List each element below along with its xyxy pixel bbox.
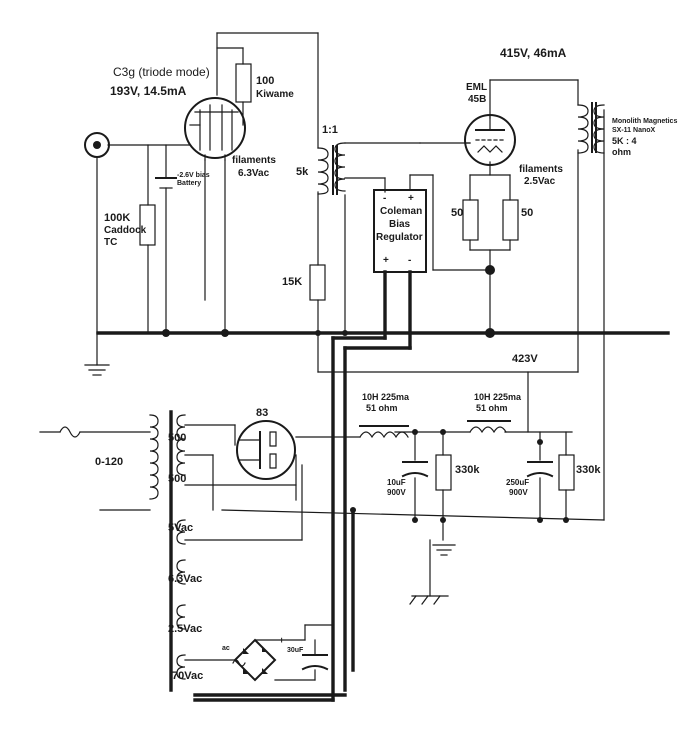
bridge-plus-label: + [279,635,284,645]
resistor-330k-b [558,454,575,491]
r5k-label: 5k [296,166,309,178]
choke2-resistance-label: 51 ohm [476,403,508,413]
r330k-a-label: 330k [455,464,480,476]
ot-ratio-label: 5K : 4 [612,136,637,146]
eml-45b-tube [464,114,516,166]
r15k-label: 15K [282,276,302,288]
input-jack [84,132,110,158]
b-plus-label: 415V, 46mA [500,46,567,60]
battery-label: Battery [177,180,201,187]
coleman-label: Coleman [380,206,422,217]
hv-500a-label: 500 [168,432,186,444]
c3g-operating-point-label: 193V, 14.5mA [110,84,187,98]
mains-label: 0-120 [95,456,123,468]
cbr-plus-top: + [408,193,414,204]
45b-filaments-label: filaments [519,164,563,175]
coleman-bias-regulator [373,189,427,273]
hv-500b-label: 500 [168,473,186,485]
c3g-filaments-label: filaments [232,155,276,166]
fuse-symbol [59,426,81,438]
5vac-label: 5Vac [168,522,193,534]
c3g-tube [184,97,246,161]
tube-83-label: 83 [256,407,268,419]
c3g-title-label: C3g (triode mode) [113,65,210,79]
cbr-minus-top: - [383,193,386,204]
cap-30uf [301,654,329,671]
choke2-inductance-label: 10H 225ma [474,392,522,402]
kiwame-label: Kiwame [256,89,294,100]
6.3vac-label: 6.3Vac [168,573,202,585]
cbr-minus-bottom: - [408,255,411,266]
r100-label: 100 [256,75,274,87]
choke1-inductance-label: 10H 225ma [362,392,410,402]
45b-label: 45B [468,94,486,105]
c30uf-label: 30uF [287,647,304,654]
tc-label: TC [104,237,117,248]
ot-maker-label: Monolith Magnetics [612,118,677,125]
70vac-label: 70Vac [172,670,203,682]
wiring [39,32,670,702]
regulator-label: Regulator [376,232,423,243]
text-labels: C3g (triode mode) 193V, 14.5mA 100 Kiwam… [95,46,677,682]
ground-symbol-input [84,364,110,376]
choke-2 [467,420,511,434]
choke1-resistance-label: 51 ohm [366,403,398,413]
bias-battery [155,177,177,189]
tube-83 [236,420,296,480]
ac-label: ac [222,645,230,652]
output-transformer [577,102,605,154]
cap-250uf [526,461,554,478]
resistor-330k-a [435,454,452,491]
bias-label: Bias [389,219,411,230]
c3g-filament-voltage-label: 6.3Vac [238,168,270,179]
resistor-100-kiwame [235,63,252,103]
c10uf-label: 10uF [387,478,406,487]
junction-dots [162,265,569,523]
choke-1 [359,425,409,439]
c10uf-voltage-label: 900V [387,488,406,497]
45b-filament-voltage-label: 2.5Vac [524,176,556,187]
ot-model-label: SX-11 NanoX [612,127,656,134]
cbr-plus-bottom: + [383,255,389,266]
v423-label: 423V [512,353,538,365]
transformer-ratio-label: 1:1 [322,124,338,136]
r330k-b-label: 330k [576,464,601,476]
resistor-100k [139,204,156,246]
r100k-label: 100K [104,212,130,224]
cap-10uf [401,461,429,478]
caddock-label: Caddock [104,225,147,236]
bridge-rectifier [232,638,277,682]
bias-voltage-label: -2.6V bias [177,172,210,179]
r50b-label: 50 [521,207,533,219]
resistor-15k [309,264,326,301]
2.5vac-label: 2.5Vac [168,623,202,635]
resistor-50b [502,199,519,241]
r50a-label: 50 [451,207,463,219]
ground-symbol-supply [409,544,456,605]
resistor-50a [462,199,479,241]
c250uf-voltage-label: 900V [509,488,528,497]
eml-label: EML [466,82,487,93]
power-transformer [149,410,186,692]
c250uf-label: 250uF [506,478,529,487]
interstage-transformer [317,142,346,195]
ot-ohm-label: ohm [612,147,631,157]
